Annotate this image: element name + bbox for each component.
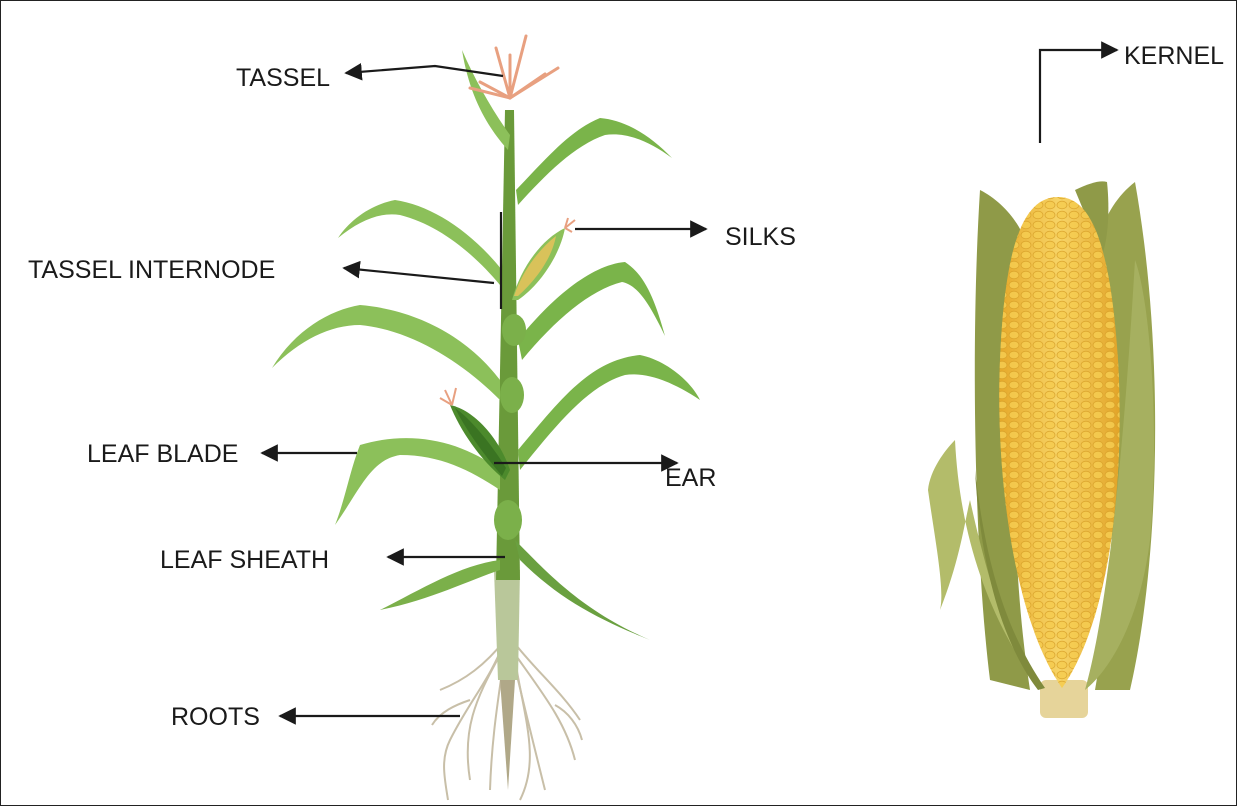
tassel-graphic xyxy=(470,36,558,98)
cob-base xyxy=(1040,680,1088,718)
leaf xyxy=(518,355,700,470)
leaf xyxy=(462,50,510,150)
leaf xyxy=(516,118,672,205)
maize-plant-illustration xyxy=(272,36,700,800)
label-kernel: KERNEL xyxy=(1124,42,1224,70)
label-leaf-blade: LEAF BLADE xyxy=(87,440,238,468)
kernel-arrow xyxy=(1040,50,1117,143)
leaf-blade-graphic xyxy=(335,438,500,525)
leaf xyxy=(515,540,650,640)
stem-base xyxy=(494,570,520,680)
label-leaf-sheath: LEAF SHEATH xyxy=(160,546,329,574)
label-tassel-internode: TASSEL INTERNODE xyxy=(28,256,275,284)
leaf xyxy=(272,305,500,400)
leaf xyxy=(380,560,500,610)
label-silks: SILKS xyxy=(725,223,796,251)
tassel-arrow xyxy=(346,66,503,76)
label-tassel: TASSEL xyxy=(236,64,330,92)
tap-root xyxy=(500,680,515,790)
corn-cob-illustration xyxy=(928,181,1155,718)
leaf xyxy=(338,200,502,285)
tassel-internode-arrow xyxy=(344,268,494,283)
ear-silk xyxy=(440,388,456,405)
label-ear: EAR xyxy=(665,464,716,492)
label-roots: ROOTS xyxy=(171,703,260,731)
silks-graphic xyxy=(565,218,575,232)
